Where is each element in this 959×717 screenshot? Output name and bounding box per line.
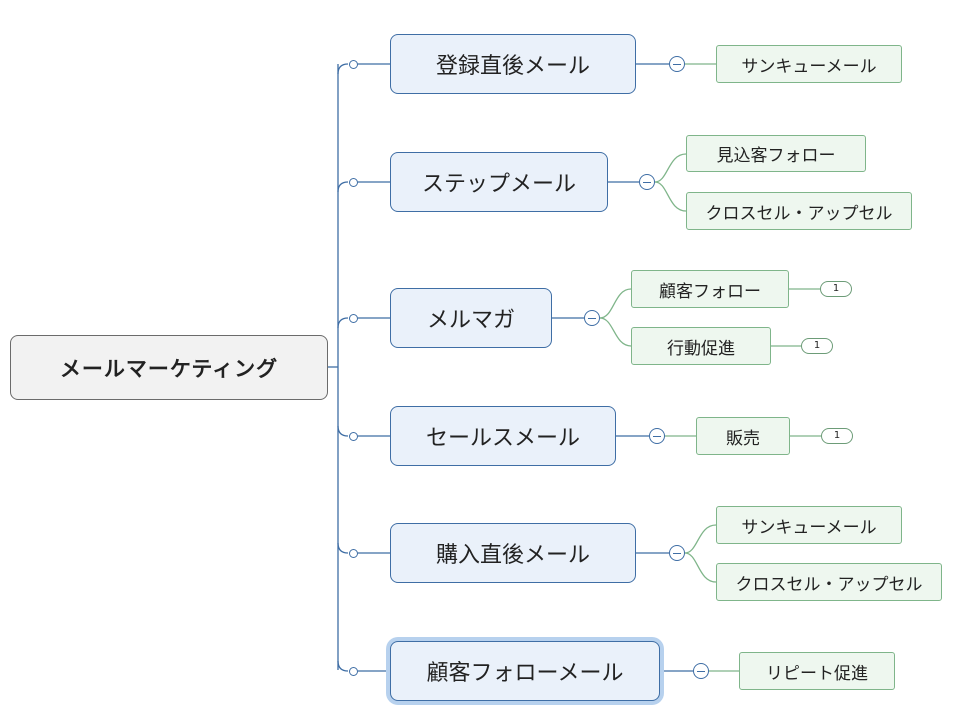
branch-connector [337,425,349,437]
collapse-toggle-icon[interactable] [584,310,600,326]
leaf-connector [599,288,632,319]
subtopic-thank-you-mail[interactable]: サンキューメール [716,45,902,83]
leaf-connector [684,552,717,583]
connector-dot [349,178,358,187]
collapse-toggle-icon[interactable] [639,174,655,190]
count-badge[interactable]: 1 [801,338,833,354]
subtopic-sales[interactable]: 販売 [696,417,790,455]
subtopic-customer-follow[interactable]: 顧客フォロー [631,270,789,308]
collapse-toggle-icon[interactable] [669,545,685,561]
leaf-connector [684,524,717,554]
subtopic-prospect-follow[interactable]: 見込客フォロー [686,135,866,172]
collapse-toggle-icon[interactable] [693,663,709,679]
leaf-connector [654,153,687,183]
topic-mail-magazine[interactable]: メルマガ [390,288,552,348]
leaf-connector [654,181,687,212]
count-badge[interactable]: 1 [820,281,852,297]
leaf-connector [599,317,632,347]
branch-connector [337,660,349,672]
connector-dot [349,549,358,558]
topic-customer-follow-mail[interactable]: 顧客フォローメール [390,641,660,701]
topic-registration-mail[interactable]: 登録直後メール [390,34,636,94]
branch-connector [337,181,349,193]
topic-post-purchase-mail[interactable]: 購入直後メール [390,523,636,583]
subtopic-cross-sell-up-sell[interactable]: クロスセル・アップセル [716,563,942,601]
branch-connector [337,63,349,75]
root-topic[interactable]: メールマーケティング [10,335,328,400]
subtopic-cross-sell-up-sell[interactable]: クロスセル・アップセル [686,192,912,230]
count-badge[interactable]: 1 [821,428,853,444]
collapse-toggle-icon[interactable] [669,56,685,72]
connector-dot [349,60,358,69]
topic-sales-mail[interactable]: セールスメール [390,406,616,466]
connector-dot [349,667,358,676]
connector-dot [349,314,358,323]
subtopic-action-promotion[interactable]: 行動促進 [631,327,771,365]
branch-connector [337,542,349,554]
branch-connector [337,317,349,329]
subtopic-thank-you-mail[interactable]: サンキューメール [716,506,902,544]
topic-step-mail[interactable]: ステップメール [390,152,608,212]
subtopic-repeat-promotion[interactable]: リピート促進 [739,652,895,690]
collapse-toggle-icon[interactable] [649,428,665,444]
connector-dot [349,432,358,441]
